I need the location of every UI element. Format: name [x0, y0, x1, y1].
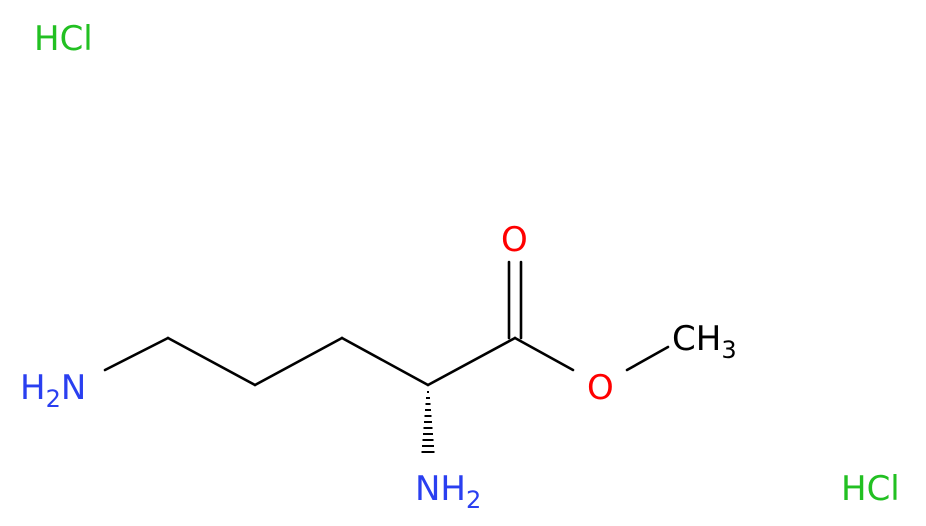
bond-c4-c3 — [253, 336, 344, 387]
amine-alpha-subscript: 2 — [466, 486, 481, 514]
amine-terminal-label: H2N — [20, 368, 86, 413]
bond-c5-c4 — [166, 336, 257, 387]
hashed-wedge-bond — [421, 391, 435, 453]
hcl-label-top: HCl — [34, 19, 93, 59]
methyl-subscript: 3 — [721, 336, 736, 364]
bond-n-c5 — [103, 336, 170, 372]
amine-alpha-label: NH2 — [415, 469, 481, 514]
amine-terminal-subscript: 2 — [46, 385, 61, 413]
ester-oxygen-label: O — [587, 368, 614, 408]
amine-terminal-n: N — [61, 368, 86, 408]
bond-skeleton — [103, 260, 670, 387]
hcl-label-bottom: HCl — [841, 469, 900, 509]
bond-o-ester-ch3 — [625, 345, 670, 372]
carbonyl-oxygen-label: O — [501, 220, 528, 260]
bond-c1-o-ester — [513, 336, 575, 372]
bond-c3-c2 — [340, 336, 430, 387]
bond-c2-c1 — [426, 336, 517, 387]
methyl-label: CH3 — [672, 319, 737, 364]
